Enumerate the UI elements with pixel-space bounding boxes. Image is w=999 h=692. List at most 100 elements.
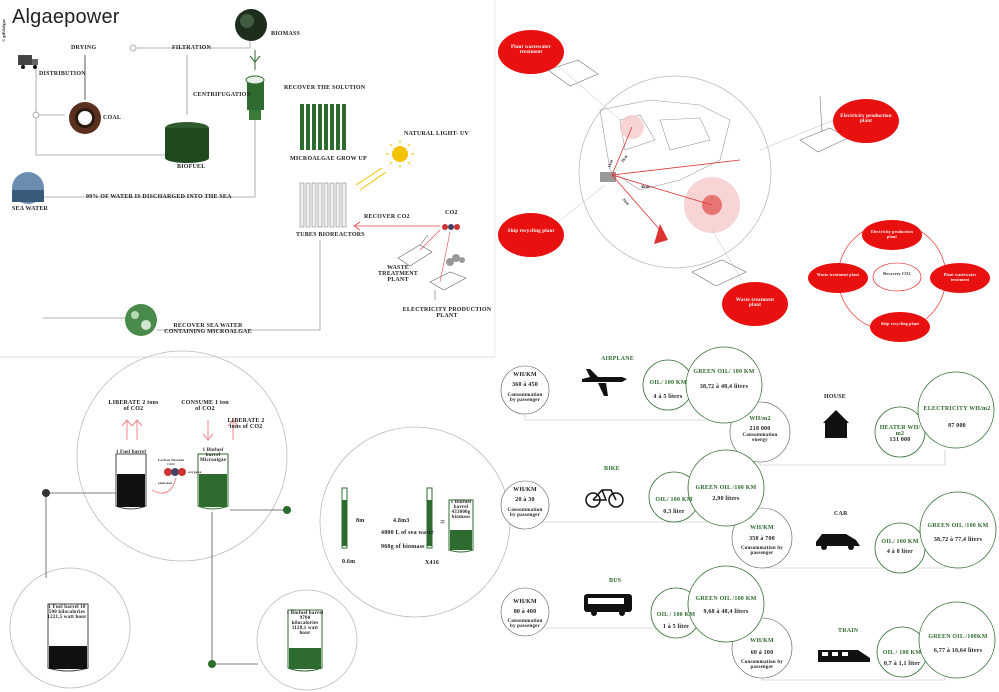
page-title: Algaepower — [12, 6, 120, 28]
airplane-oil-value: 4 à 5 liters — [653, 394, 683, 400]
label-emission: emission — [158, 481, 173, 485]
bus-oil-title: OIL / 100 KM — [656, 612, 696, 618]
label-discharge: 99% OF WATER IS DISCHARGED INTO THE SEA — [86, 194, 232, 200]
cycle-center: Recovery CO2 — [883, 271, 911, 276]
label-natural-light: NATURAL LIGHT- UV — [404, 131, 470, 137]
bus-title: BUS — [609, 578, 622, 584]
label-equals: = — [440, 517, 446, 527]
car-wh-value: 350 à 700 — [749, 536, 775, 542]
label-electricity-plant: ELECTRICITY PRODUCTION PLANT — [402, 307, 492, 319]
airplane-icon — [582, 369, 627, 396]
label-biofuel-barrel: 1 Biofuel barrel Microalgae — [199, 448, 227, 463]
label-bio-stats: 1 Biofuel barrel 9700 kilocalories 1128,… — [286, 611, 324, 636]
label-consume: CONSUME 1 ton of CO2 — [181, 400, 229, 412]
label-tube-biomass: 960g of biomass — [381, 544, 425, 550]
label-tube-width: 0.6m — [342, 559, 356, 565]
house-wh-note: Consommation energy — [742, 433, 778, 443]
bike-title: BIKE — [604, 466, 620, 472]
label-coal: COAL — [103, 115, 122, 121]
airplane-green-title: GREEN OIL/ 100 KM — [693, 369, 755, 375]
bus-icon — [584, 594, 632, 616]
bike-wh-title: WH/KM — [513, 487, 537, 493]
train-title: TRAIN — [838, 628, 859, 634]
airplane-wh-note: Consommation by passenger — [507, 393, 543, 403]
label-oxygen: oxygene — [188, 470, 202, 474]
cycle-right: Plant wastewater treatment — [943, 272, 977, 282]
house-wh-value: 218 000 — [749, 426, 771, 432]
house-wh-title: WH/m2 — [749, 416, 771, 422]
label-liberate-1: LIBERATE 2 tons of CO2 — [108, 400, 159, 412]
bike-oil-title: OIL/ 100 KM — [655, 497, 693, 503]
bus-wh-value: 80 à 400 — [513, 609, 537, 615]
label-drying: DRYING — [71, 45, 97, 51]
map-bubble-waste: Waste treatment plant — [735, 298, 775, 308]
car-title: CAR — [834, 511, 848, 517]
label-co2: CO2 — [445, 210, 458, 216]
label-sea-water: SEA WATER — [12, 206, 49, 212]
label-liberate-2: LIBERATE 2 tons of CO2 — [227, 418, 265, 430]
label-filtration: FILTRATION — [172, 45, 212, 51]
house-oil-title: HEATER WH/ m2 — [879, 425, 921, 437]
car-icon — [816, 534, 860, 550]
train-wh-title: WH/KM — [750, 638, 774, 644]
bike-green-title: GREEN OIL /100 KM — [695, 485, 757, 491]
map-bubble-wastewater: Plant wastewater treatment — [511, 45, 551, 55]
car-oil-value: 4 à 8 liter — [886, 549, 914, 555]
bus-wh-title: WH/KM — [513, 599, 537, 605]
airplane-wh-value: 360 à 450 — [512, 382, 538, 388]
train-wh-note: Consommation by passenger — [740, 660, 784, 670]
house-icon — [823, 410, 849, 438]
cycle-left: Waste treatment plant — [816, 272, 860, 277]
train-green-title: GREEN OIL /100KM — [928, 634, 988, 640]
map-bubble-ship-recycling: Ship recycling plant — [507, 229, 555, 234]
label-biomass: BIOMASS — [271, 31, 301, 37]
house-oil-value: 131 000 — [889, 437, 911, 443]
bike-green-value: 2,90 liters — [712, 496, 740, 502]
label-waste-plant: WASTE TREATMENT PLANT — [377, 265, 419, 283]
label-tube-volume: 4.8m3 — [393, 518, 410, 524]
bus-wh-note: Consommation by passenger — [507, 619, 543, 629]
train-wh-value: 60 à 100 — [750, 650, 774, 656]
house-title: HOUSE — [824, 394, 847, 400]
label-barrel-result: 1 Biofuel barrel 433000g biomass — [450, 500, 472, 520]
bus-oil-value: 1 à 5 liter — [662, 624, 690, 630]
label-tube-water: 4800 L of sea water — [381, 530, 435, 536]
map-bubble-electricity: Electricity production plant — [840, 114, 892, 124]
label-tube-count: X416 — [425, 560, 440, 566]
map-distance-3: 4km — [641, 184, 650, 189]
bike-oil-value: 0,3 liter — [663, 509, 685, 515]
centrifuge-icon — [245, 75, 265, 120]
cycle-bottom: Ship recycling plant — [880, 321, 920, 326]
train-green-value: 6,77 à 10,64 liters — [933, 648, 983, 654]
train-icon — [818, 650, 870, 662]
label-distribution: DISTRIBUTION — [39, 71, 86, 77]
airplane-title: AIRPLANE — [601, 356, 634, 362]
label-recover-sea-water: RECOVER SEA WATER CONTAINING MICROALGAE — [164, 323, 252, 335]
label-fuel-barrel: 1 Fuel barrel — [115, 450, 147, 455]
label-fuel-stats: 1 Fuel barrel 10 500 kilocalories 1221,5… — [47, 605, 87, 620]
train-oil-title: OIL / 100 KM — [882, 650, 922, 656]
bus-green-title: GREEN OIL /100 KM — [695, 596, 757, 602]
car-green-value: 38,72 à 77,4 liters — [933, 537, 983, 543]
label-carbon-dioxide: Carbon Dioxide CO2 — [157, 458, 185, 466]
bike-icon — [585, 489, 624, 508]
label-microalgae-grow: MICROALGAE GROW UP — [290, 156, 367, 162]
car-wh-title: WH/KM — [750, 525, 774, 531]
airplane-oil-title: OIL/ 100 KM — [649, 380, 687, 386]
train-oil-value: 0,7 à 1,1 liter — [883, 661, 921, 667]
label-recover-solution: RECOVER THE SOLUTION — [284, 85, 366, 91]
bike-wh-value: 20 à 30 — [515, 497, 535, 503]
label-recover-co2: RECOVER CO2 — [364, 214, 410, 220]
label-biofuel: BIOFUEL — [177, 164, 206, 170]
side-credit: © gift4algae — [1, 18, 7, 43]
bus-green-value: 9,68 à 48,4 liters — [703, 609, 749, 615]
car-green-title: GREEN OIL /100 KM — [927, 523, 989, 529]
house-green-title: ELECTRICITY WH/m2 — [923, 406, 991, 412]
airplane-wh-title: WH/KM — [513, 372, 537, 378]
label-tube-height: 8m — [356, 518, 365, 524]
label-centrifugation: CENTRIFUGATION — [193, 92, 252, 98]
car-wh-note: Consommation by passenger — [740, 546, 784, 556]
car-oil-title: OIL/ 100 KM — [881, 539, 919, 545]
